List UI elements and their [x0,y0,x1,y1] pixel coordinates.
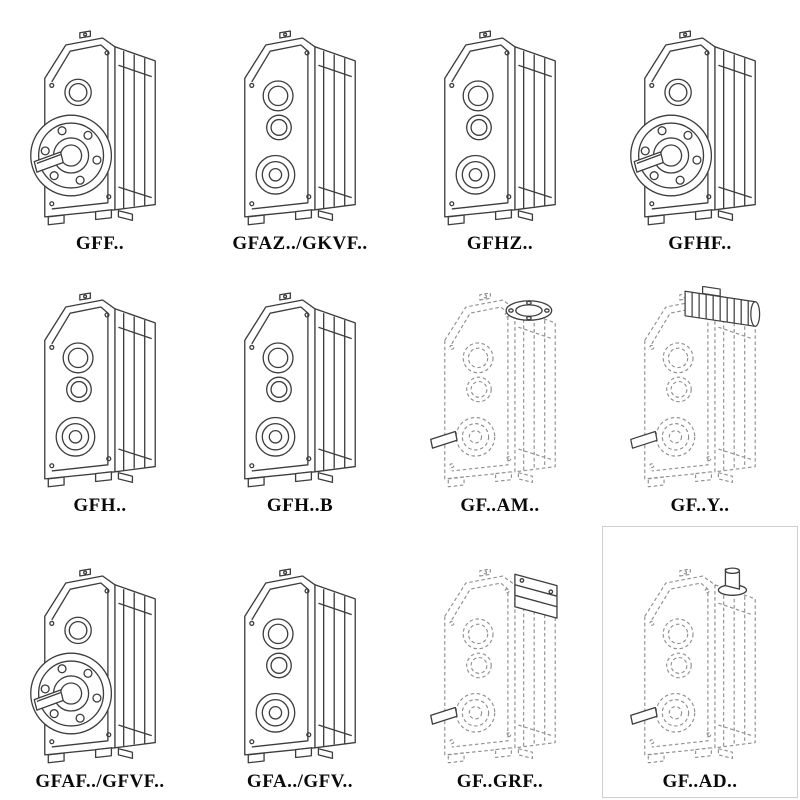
catalog-cell: GF..GRF.. [400,524,600,800]
model-label: GFAZ../GKVF.. [232,233,368,254]
model-label: GF..GRF.. [456,771,544,792]
model-label: GFH..B [266,495,334,516]
catalog-cell: GFHZ.. [400,0,600,262]
model-label: GF..AM.. [460,495,540,516]
gearbox-with-motor-dashed [615,286,785,492]
model-label: GFAF../GFVF.. [35,771,165,792]
model-label: GFHZ.. [466,233,534,254]
gearbox-bracket-dashed [415,562,585,768]
catalog-cell: GFAZ../GKVF.. [200,0,400,262]
gearbox-hollow-shaft [415,24,585,230]
catalog-cell: GF..AM.. [400,262,600,524]
catalog-cell: GFHF.. [600,0,800,262]
catalog-cell: GFH.. [0,262,200,524]
gearbox-hollow-shaft [215,562,385,768]
gearbox-output-flange [15,562,185,768]
model-label: GFH.. [73,495,127,516]
gearbox-shaft-adapter-dashed [615,562,785,768]
gearbox-motor-adapter-dashed [415,286,585,492]
gearbox-hollow-shaft [15,286,185,492]
gearbox-hollow-shaft [215,286,385,492]
gearbox-output-flange [615,24,785,230]
catalog-cell: GFF.. [0,0,200,262]
catalog-cell: GFA../GFV.. [200,524,400,800]
model-label: GFF.. [75,233,125,254]
gearbox-hollow-shaft [215,24,385,230]
catalog-cell: GFH..B [200,262,400,524]
model-label: GFA../GFV.. [246,771,354,792]
catalog-cell: GF..Y.. [600,262,800,524]
catalog-cell: GF..AD.. [600,524,800,800]
model-label: GF..AD.. [662,771,738,792]
catalog-cell: GFAF../GFVF.. [0,524,200,800]
model-label: GF..Y.. [670,495,730,516]
gearbox-output-flange [15,24,185,230]
model-label: GFHF.. [668,233,732,254]
